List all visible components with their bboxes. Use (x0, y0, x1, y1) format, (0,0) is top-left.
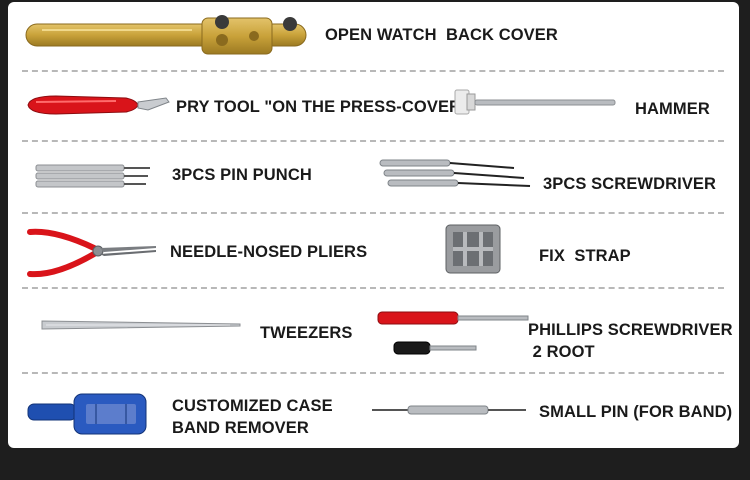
fix-strap-label: FIX STRAP (539, 247, 631, 265)
band-remover-image (26, 388, 151, 438)
pin-punch-label: 3PCS PIN PUNCH (172, 166, 312, 184)
row-divider (22, 70, 724, 72)
tool-kit-panel: OPEN WATCH BACK COVER PRY TOOL "ON THE P… (8, 2, 739, 448)
open-watch-back-cover-label: OPEN WATCH BACK COVER (325, 26, 558, 44)
row-divider (22, 372, 724, 374)
band-remover-label-line1: CUSTOMIZED CASE (172, 397, 333, 415)
hammer-image (453, 88, 618, 118)
band-remover-label-line2: BAND REMOVER (172, 419, 309, 437)
screwdriver-label: 3PCS SCREWDRIVER (543, 175, 717, 193)
needle-nose-pliers-image (26, 224, 161, 280)
small-pin-tool-image (370, 404, 530, 416)
screwdriver-set-image (374, 156, 534, 192)
tweezers-label: TWEEZERS (260, 324, 353, 342)
case-opener-wrench-image (22, 10, 322, 60)
phillips-label-line2: 2 ROOT (528, 343, 595, 361)
phillips-screwdriver-image (376, 308, 536, 358)
small-pin-label: SMALL PIN (FOR BAND) (539, 403, 733, 421)
pliers-label: NEEDLE-NOSED PLIERS (170, 243, 368, 261)
pry-tool-image (26, 94, 171, 116)
phillips-label-line1: PHILLIPS SCREWDRIVER (528, 321, 733, 339)
row-divider (22, 212, 724, 214)
row-divider (22, 287, 724, 289)
pry-tool-label: PRY TOOL "ON THE PRESS-COVER" (176, 98, 469, 116)
fix-strap-block-image (443, 222, 503, 276)
row-divider (22, 140, 724, 142)
hammer-label: HAMMER (635, 100, 710, 118)
pin-punch-image (34, 162, 154, 190)
tweezers-image (40, 318, 245, 332)
